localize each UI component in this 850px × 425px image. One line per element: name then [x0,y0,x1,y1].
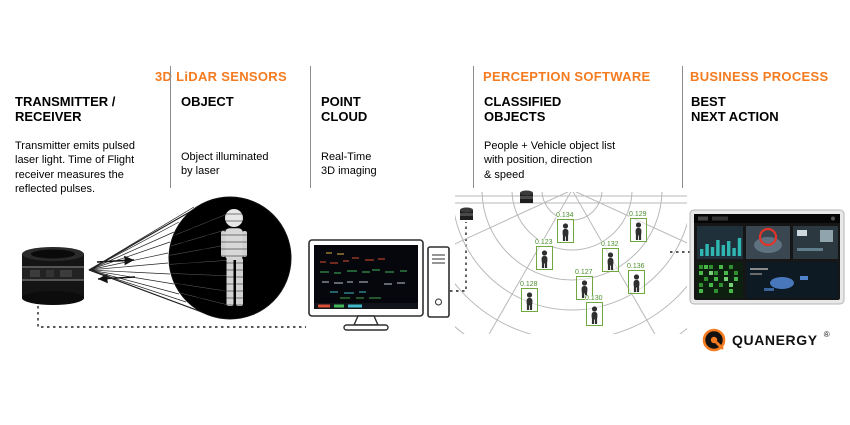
person-icon [562,223,569,241]
column-desc-transmitter-receiver: Transmitter emits pulsed laser light. Ti… [15,140,136,195]
alert-circle-annotation [758,227,778,247]
object-circle-illustration [168,196,292,320]
section-header-business-process: BUSINESS PROCESS [690,69,829,84]
detection-box: 0.123 [535,239,553,270]
detection-box: 0.129 [629,211,647,242]
column-divider [310,66,311,188]
logo-registered-mark: ® [823,330,830,339]
detection-confidence-label: 0.130 [585,295,603,302]
person-icon [633,274,640,292]
person-icon [607,252,614,270]
column-title-object: OBJECT [181,94,234,109]
dashboard-illustration [689,209,845,305]
person-icon [591,306,598,324]
detection-box: 0.136 [627,263,645,294]
detection-box: 0.134 [556,212,574,243]
pc-tower-illustration [427,246,450,318]
column-divider [170,66,171,188]
column-desc-point-cloud: Real-Time 3D imaging [321,151,377,178]
logo-wordmark: QUANERGY [732,332,818,348]
scene-lidar-icon [460,207,473,220]
lidar-sensor-illustration [22,247,84,305]
detection-box: 0.132 [601,241,619,272]
detection-box: 0.128 [520,281,538,312]
column-divider [682,66,683,188]
detection-box: 0.127 [575,269,593,300]
quanergy-logo-icon [702,328,726,352]
column-divider [473,66,474,188]
column-title-transmitter-receiver: TRANSMITTER / RECEIVER [15,94,116,125]
monitor-illustration [308,239,450,331]
quanergy-logo: QUANERGY ® [702,328,830,352]
dotted-connectors [37,222,690,328]
detection-confidence-label: 0.129 [629,211,647,218]
person-icon [635,222,642,240]
column-desc-classified-objects: People + Vehicle object list with positi… [484,140,616,181]
detection-box: 0.130 [585,295,603,326]
section-header-perception-software: PERCEPTION SOFTWARE [483,69,651,84]
column-title-best-next-action: BEST NEXT ACTION [691,94,779,125]
person-icon [541,250,548,268]
detection-confidence-label: 0.134 [556,212,574,219]
section-header-3d-lidar-sensors: 3D LiDAR SENSORS [155,69,287,84]
scene-lidar-icon [520,190,533,203]
column-title-classified-objects: CLASSIFIED OBJECTS [484,94,562,125]
column-title-point-cloud: POINT CLOUD [321,94,368,125]
detection-confidence-label: 0.136 [627,263,645,270]
detection-confidence-label: 0.127 [575,269,593,276]
column-desc-object: Object illuminated by laser [181,151,269,178]
person-icon [526,292,533,310]
laser-cone [88,201,208,315]
detection-confidence-label: 0.123 [535,239,553,246]
detection-confidence-label: 0.132 [601,241,619,248]
detection-confidence-label: 0.128 [520,281,538,288]
